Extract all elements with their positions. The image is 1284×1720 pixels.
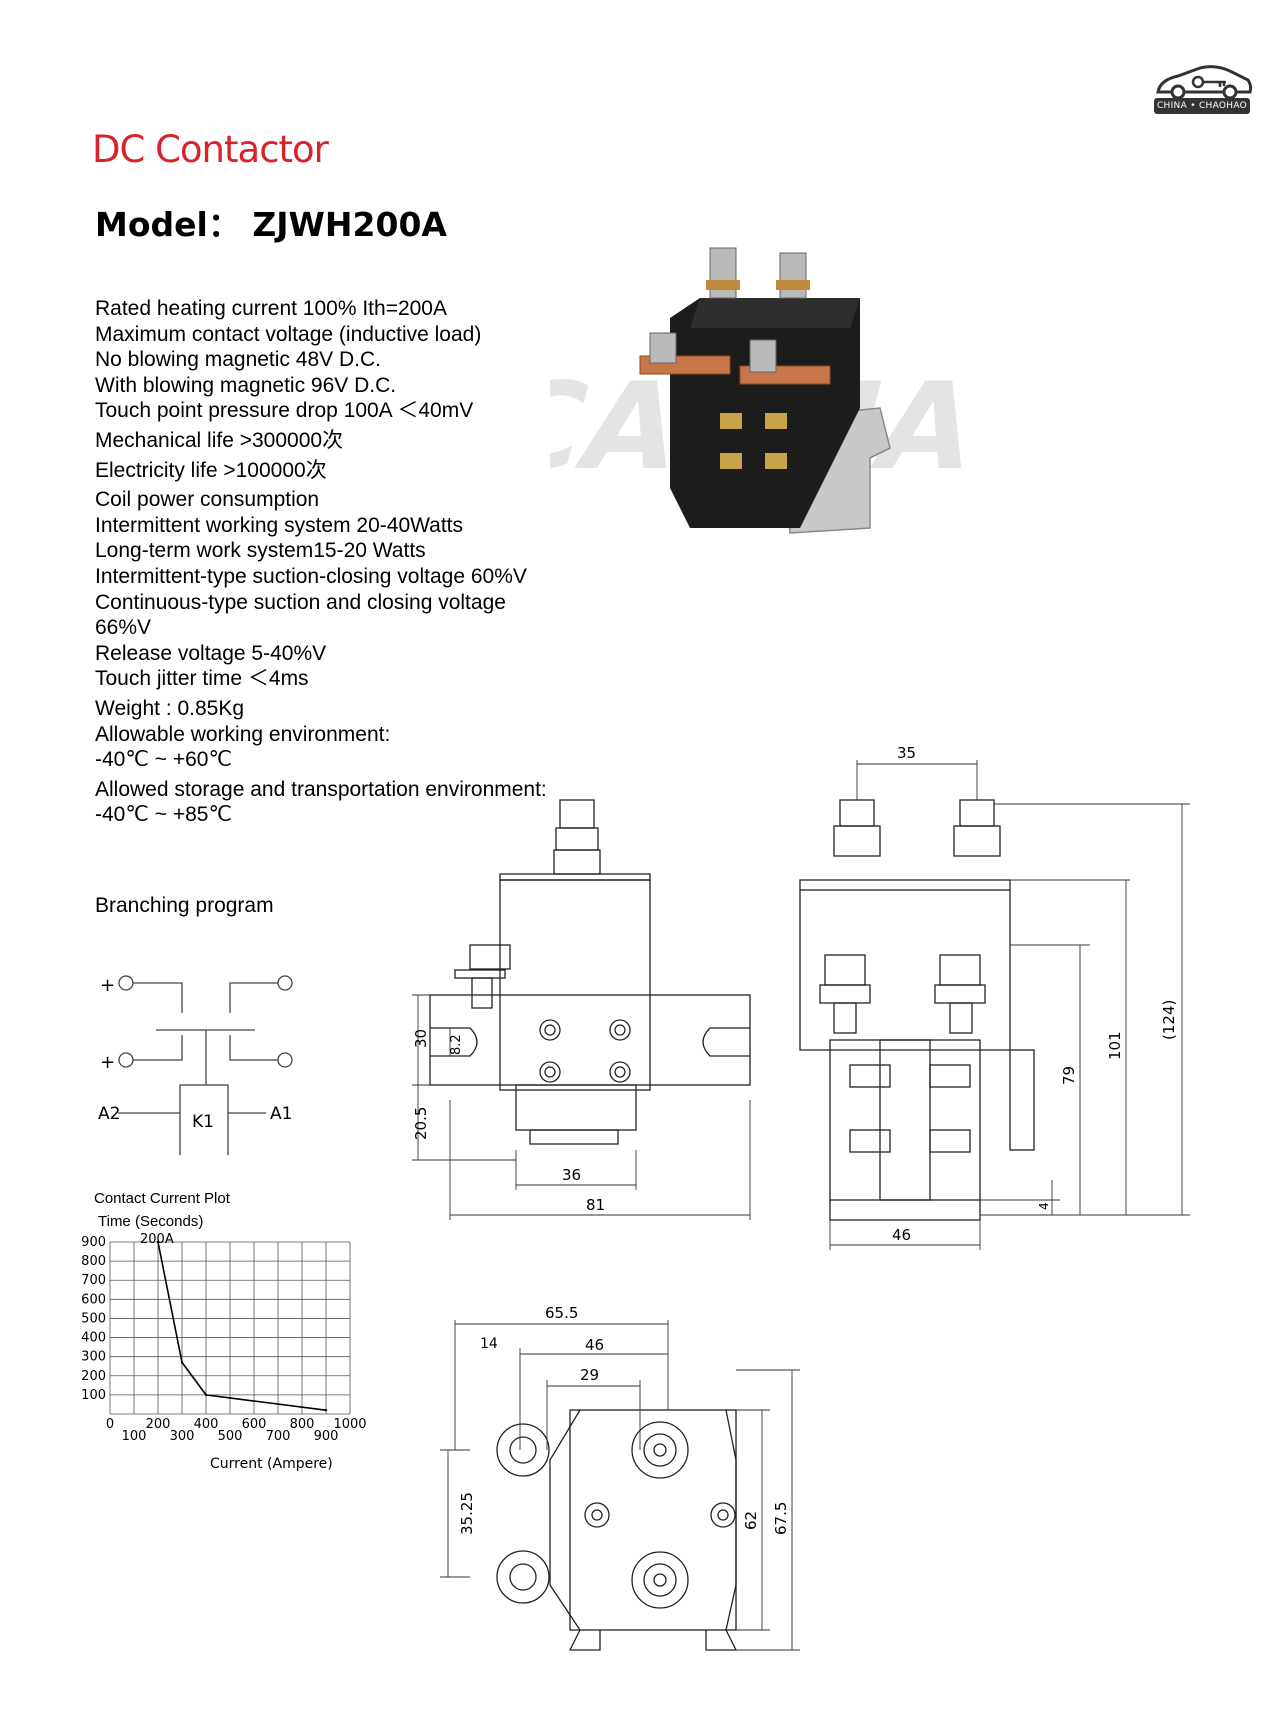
dim-79: 79 <box>1060 1066 1078 1085</box>
front-view-drawing: 35 (124) 101 79 4 46 <box>790 740 1210 1260</box>
chart-annotation: 200A <box>140 1232 174 1247</box>
y-tick-label: 300 <box>81 1350 106 1365</box>
data-point <box>156 1240 160 1244</box>
branching-title: Branching program <box>95 894 274 917</box>
model-number: Model： ZJWH200A <box>95 205 447 244</box>
spec-line: Electricity life >100000次 <box>95 458 327 482</box>
dim-29: 29 <box>580 1366 599 1384</box>
y-tick-label: 600 <box>81 1292 106 1307</box>
dim-14: 14 <box>480 1336 498 1352</box>
x-tick-label: 800 <box>290 1417 315 1432</box>
spec-line: With blowing magnetic 96V D.C. <box>95 373 397 397</box>
spec-line: -40℃ ~ +85℃ <box>95 803 233 827</box>
dim-81: 81 <box>586 1196 605 1214</box>
y-tick-label: 500 <box>81 1311 106 1326</box>
dim-46: 46 <box>585 1336 604 1354</box>
plus-terminal-2: + <box>100 1052 115 1073</box>
label-a2: A2 <box>98 1104 120 1124</box>
spec-line: Continuous-type suction and closing volt… <box>95 590 506 614</box>
data-point <box>180 1361 184 1364</box>
data-point <box>204 1393 208 1397</box>
x-tick-label: 900 <box>314 1429 339 1444</box>
y-tick-label: 200 <box>81 1369 106 1384</box>
spec-line: Intermittent working system 20-40Watts <box>95 513 464 537</box>
chart-ylabel: Time (Seconds) <box>98 1213 204 1230</box>
spec-line: Maximum contact voltage (inductive load) <box>95 322 482 346</box>
spec-line: Touch jitter time ＜4ms <box>95 667 309 691</box>
spec-line: No blowing magnetic 48V D.C. <box>95 348 381 372</box>
label-a1: A1 <box>270 1104 292 1124</box>
spec-line: Intermittent-type suction-closing voltag… <box>95 564 527 588</box>
spec-line: Touch point pressure drop 100A ＜40mV <box>95 399 474 423</box>
y-tick-label: 400 <box>81 1331 106 1346</box>
spec-line: Coil power consumption <box>95 488 320 512</box>
car-key-icon <box>1156 65 1253 100</box>
x-tick-label: 0 <box>106 1417 114 1432</box>
dim-46: 46 <box>892 1226 911 1244</box>
series-line <box>157 1241 327 1411</box>
chart-xlabel: Current (Ampere) <box>210 1456 333 1472</box>
spec-line: Rated heating current 100% Ith=200A <box>95 297 447 320</box>
series-points <box>156 1240 328 1412</box>
dim-30: 30 <box>412 1029 430 1048</box>
x-tick-label: 100 <box>122 1429 147 1444</box>
spec-line: Release voltage 5-40%V <box>95 641 327 665</box>
dim-101: 101 <box>1106 1031 1124 1060</box>
document-title: DC Contactor <box>92 128 329 171</box>
dim-67-5: 67.5 <box>772 1502 790 1535</box>
product-photo: CAOHA <box>478 228 1010 558</box>
data-point <box>324 1408 328 1412</box>
chart-grid <box>109 1241 351 1415</box>
spec-line: Long-term work system15-20 Watts <box>95 539 426 563</box>
y-tick-label: 100 <box>81 1388 106 1403</box>
side-view-drawing: 30 8.2 20.5 36 81 <box>410 780 790 1260</box>
dim-124: (124) <box>1160 1000 1178 1040</box>
y-tick-label: 900 <box>81 1235 106 1250</box>
x-tick-label: 600 <box>242 1417 267 1432</box>
plus-terminal-1: + <box>100 975 115 996</box>
spec-line: Weight : 0.85Kg <box>95 696 245 720</box>
spec-line: Mechanical life >300000次 <box>95 428 344 452</box>
dim-36: 36 <box>562 1166 581 1184</box>
spec-line: -40℃ ~ +60℃ <box>95 748 233 772</box>
x-tick-label: 1000 <box>333 1417 366 1432</box>
x-tick-label: 200 <box>146 1417 171 1432</box>
y-tick-label: 800 <box>81 1254 106 1269</box>
spec-line: Allowable working environment: <box>95 722 391 746</box>
spec-list: Rated heating current 100% Ith=200A Maxi… <box>95 296 615 828</box>
dim-20-5: 20.5 <box>412 1107 430 1140</box>
brand-logo: CHINA • CHAOHAO <box>1150 62 1254 122</box>
top-view-drawing: 65.5 14 46 29 35.25 62 67.5 <box>440 1290 860 1680</box>
x-tick-label: 400 <box>194 1417 219 1432</box>
branching-schematic: + + A2 K1 A1 <box>90 955 310 1158</box>
logo-text: CHINA • CHAOHAO <box>1154 98 1250 114</box>
y-tick-label: 700 <box>81 1273 106 1288</box>
dim-62: 62 <box>742 1511 760 1530</box>
dim-8-2: 8.2 <box>449 1034 464 1055</box>
x-tick-label: 500 <box>218 1429 243 1444</box>
x-tick-label: 700 <box>266 1429 291 1444</box>
dim-4: 4 <box>1037 1202 1051 1210</box>
chart-title: Contact Current Plot <box>94 1190 230 1207</box>
label-k1: K1 <box>192 1112 214 1132</box>
spec-line: Allowed storage and transportation envir… <box>95 777 547 801</box>
dim-65-5: 65.5 <box>545 1304 578 1322</box>
dim-35-25: 35.25 <box>458 1492 476 1535</box>
x-tick-label: 300 <box>170 1429 195 1444</box>
dim-35: 35 <box>897 744 916 762</box>
spec-line: 66%V <box>95 616 152 640</box>
